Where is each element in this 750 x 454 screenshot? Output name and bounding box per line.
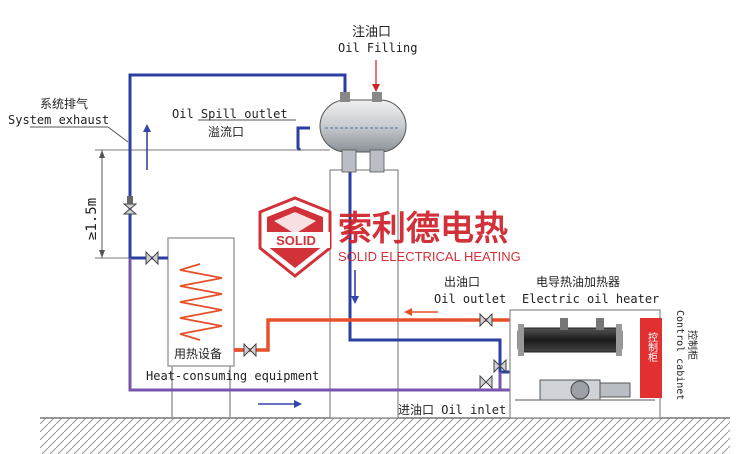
height-label: ≥1.5m [84, 198, 100, 240]
control-cabinet-label-cn: 控制柜 [686, 330, 699, 360]
system-exhaust-label-en: System exhaust [8, 113, 109, 127]
expansion-tank [319, 60, 407, 173]
oil-filling-label-en: Oil Filling [338, 41, 417, 55]
oil-filling-arrow [372, 84, 380, 92]
valve-oil-outlet [479, 312, 493, 328]
brand-watermark: SOLID 索利德电热 SOLID ELECTRICAL HEATING [258, 196, 521, 278]
electric-oil-heater [509, 309, 661, 419]
return-line [348, 160, 510, 374]
valve-exhaust [122, 196, 138, 215]
oil-spill-label-cn: 溢流口 [208, 125, 244, 139]
oil-outlet-label-cn: 出油口 [444, 275, 480, 289]
cabinet-panel-label: 控制柜 [646, 331, 658, 363]
tank-support-column [329, 169, 399, 419]
exhaust-leader [30, 119, 296, 143]
heating-coil [179, 263, 223, 341]
brand-name-cn: 索利德电热 [338, 209, 508, 249]
system-exhaust-label-cn: 系统排气 [40, 96, 88, 111]
brand-name-en: SOLID ELECTRICAL HEATING [338, 249, 521, 264]
oil-spill-label-en: Oil Spill outlet [172, 107, 288, 121]
valve-equipment-inlet [145, 250, 159, 266]
heat-consuming-equipment [167, 237, 235, 418]
flow-arrows [143, 124, 438, 408]
brand-shield-logo: SOLID [258, 196, 332, 278]
oil-filling-label-cn: 注油口 [352, 25, 391, 40]
oil-outlet-label-en: Oil outlet [434, 292, 506, 306]
heater-label-en: Electric oil heater [522, 292, 659, 306]
control-cabinet-label-en: Control cabinet [674, 310, 685, 400]
heater-label-cn: 电导热油加热器 [536, 275, 620, 289]
oil-inlet-label: 进油口 Oil inlet [398, 403, 506, 417]
valve-equipment-outlet [243, 342, 257, 358]
heat-consuming-label-en: Heat-consuming equipment [146, 369, 319, 383]
control-cabinet: 控制柜 [640, 318, 662, 398]
valve-oil-inlet [479, 358, 507, 390]
heat-consuming-label-cn: 用热设备 [174, 347, 222, 361]
brand-shield-text: SOLID [276, 233, 316, 248]
exhaust-line [128, 73, 347, 260]
ground [40, 417, 730, 454]
